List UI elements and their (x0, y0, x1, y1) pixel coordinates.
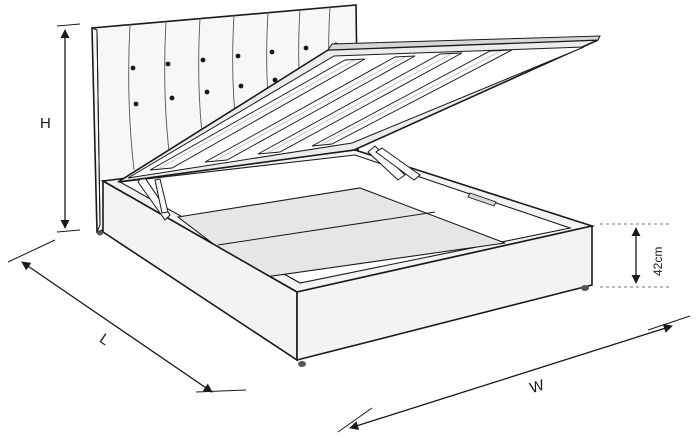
storage-height-label: 42cm (651, 247, 665, 276)
bed-foot (97, 230, 103, 236)
width-label: W (528, 376, 547, 397)
lifted-slat-base (117, 35, 601, 183)
bed-frame (97, 149, 596, 367)
bed-foot (581, 285, 589, 291)
slat-grain (159, 50, 502, 169)
length-label: L (96, 330, 112, 349)
height-label: H (40, 115, 51, 132)
lift-handle (467, 192, 497, 207)
bed-foot (298, 361, 306, 367)
height-dimension: H (40, 23, 81, 233)
storage-height-dimension: 42cm (600, 223, 672, 288)
width-dimension: W (337, 315, 691, 433)
